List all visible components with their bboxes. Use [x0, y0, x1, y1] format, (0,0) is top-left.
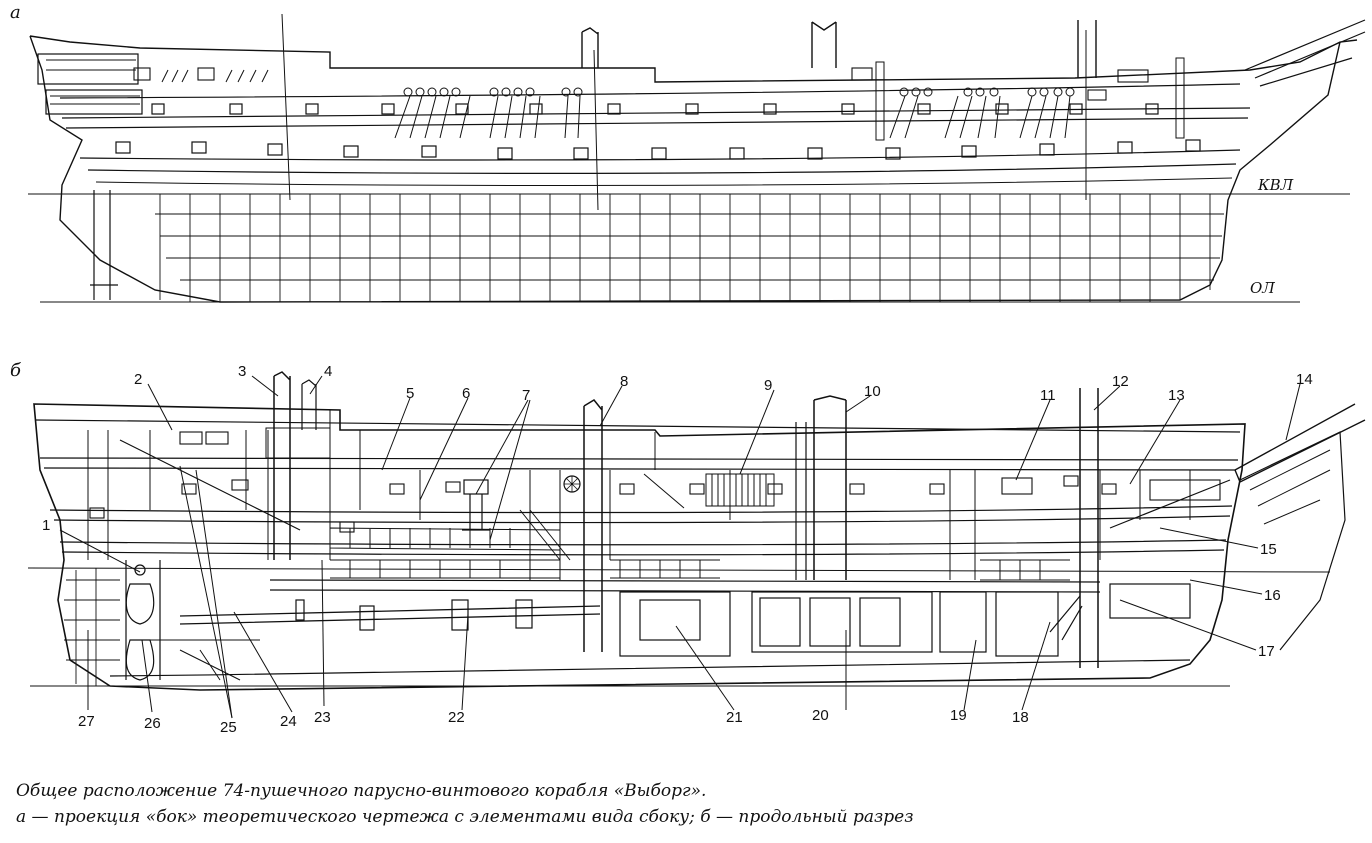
callout-14: 14 — [1296, 371, 1313, 388]
gunports-lower-a — [115, 139, 1201, 160]
panel-b-longitudinal-section — [27, 371, 1366, 719]
mast-stub-mizzen-a — [811, 21, 837, 68]
callout-3: 3 — [238, 363, 246, 380]
callout-22: 22 — [448, 709, 465, 726]
capstan-head — [463, 479, 489, 495]
panel-letter-a: а — [10, 2, 21, 23]
callout-9: 9 — [764, 377, 772, 394]
callout-6: 6 — [462, 385, 470, 402]
callout-numbers: 1 2 3 4 5 6 7 8 9 10 11 12 13 14 15 16 1… — [42, 363, 1313, 736]
mast-stub-fore-a — [1077, 20, 1097, 78]
label-ol: ОЛ — [1250, 279, 1275, 297]
label-kvl: КВЛ — [1257, 176, 1294, 194]
leader-lines-b — [59, 375, 1301, 719]
rigging-marks-a — [161, 57, 1185, 141]
callout-19: 19 — [950, 707, 967, 724]
mast-foremast-b — [1079, 388, 1099, 668]
panel-letter-b: б — [10, 360, 22, 381]
callout-27: 27 — [78, 713, 95, 730]
callout-10: 10 — [864, 383, 881, 400]
figure-caption: Общее расположение 74-пушечного парусно-… — [16, 778, 1356, 830]
callout-16: 16 — [1264, 587, 1281, 604]
callout-25: 25 — [220, 719, 237, 736]
panel-a-side-projection — [28, 13, 1366, 303]
cable-tier — [705, 473, 775, 507]
propeller-lower — [125, 639, 155, 681]
callout-7: 7 — [522, 387, 530, 404]
callout-12: 12 — [1112, 373, 1129, 390]
funnel-b — [301, 379, 317, 430]
mast-stub-main-a — [581, 27, 599, 68]
callout-5: 5 — [406, 385, 414, 402]
gun-rows-b — [329, 527, 1070, 581]
machinery-b — [619, 583, 1191, 657]
caption-line-2: а — проекция «бок» теоретического чертеж… — [16, 807, 914, 827]
callout-26: 26 — [144, 715, 161, 732]
propeller-upper — [125, 583, 155, 625]
callout-23: 23 — [314, 709, 331, 726]
mast-mizzen-b — [273, 371, 291, 560]
propeller-shaft — [179, 605, 601, 625]
bowsprit-b — [1234, 403, 1366, 483]
callout-17: 17 — [1258, 643, 1275, 660]
waterline-b — [27, 567, 1331, 573]
callout-1: 1 — [42, 517, 50, 534]
callout-8: 8 — [620, 373, 628, 390]
ship-drawing-svg: а б КВЛ ОЛ 1 2 3 4 5 6 7 8 9 10 11 12 13… — [10, 2, 1366, 736]
callout-15: 15 — [1260, 541, 1277, 558]
deck-lines-b — [35, 419, 1241, 677]
caption-line-1: Общее расположение 74-пушечного парусно-… — [16, 781, 707, 801]
station-grid-a — [155, 194, 1224, 302]
callout-20: 20 — [812, 707, 829, 724]
callout-18: 18 — [1012, 709, 1029, 726]
callout-13: 13 — [1168, 387, 1185, 404]
callout-21: 21 — [726, 709, 743, 726]
hull-outline-b — [33, 403, 1246, 691]
callout-24: 24 — [280, 713, 297, 730]
callout-4: 4 — [324, 363, 332, 380]
gunports-upper-a — [151, 103, 1159, 115]
mast-main-b — [583, 399, 603, 652]
callout-2: 2 — [134, 371, 142, 388]
callout-11: 11 — [1040, 387, 1056, 404]
mast-fore-b — [813, 395, 847, 580]
